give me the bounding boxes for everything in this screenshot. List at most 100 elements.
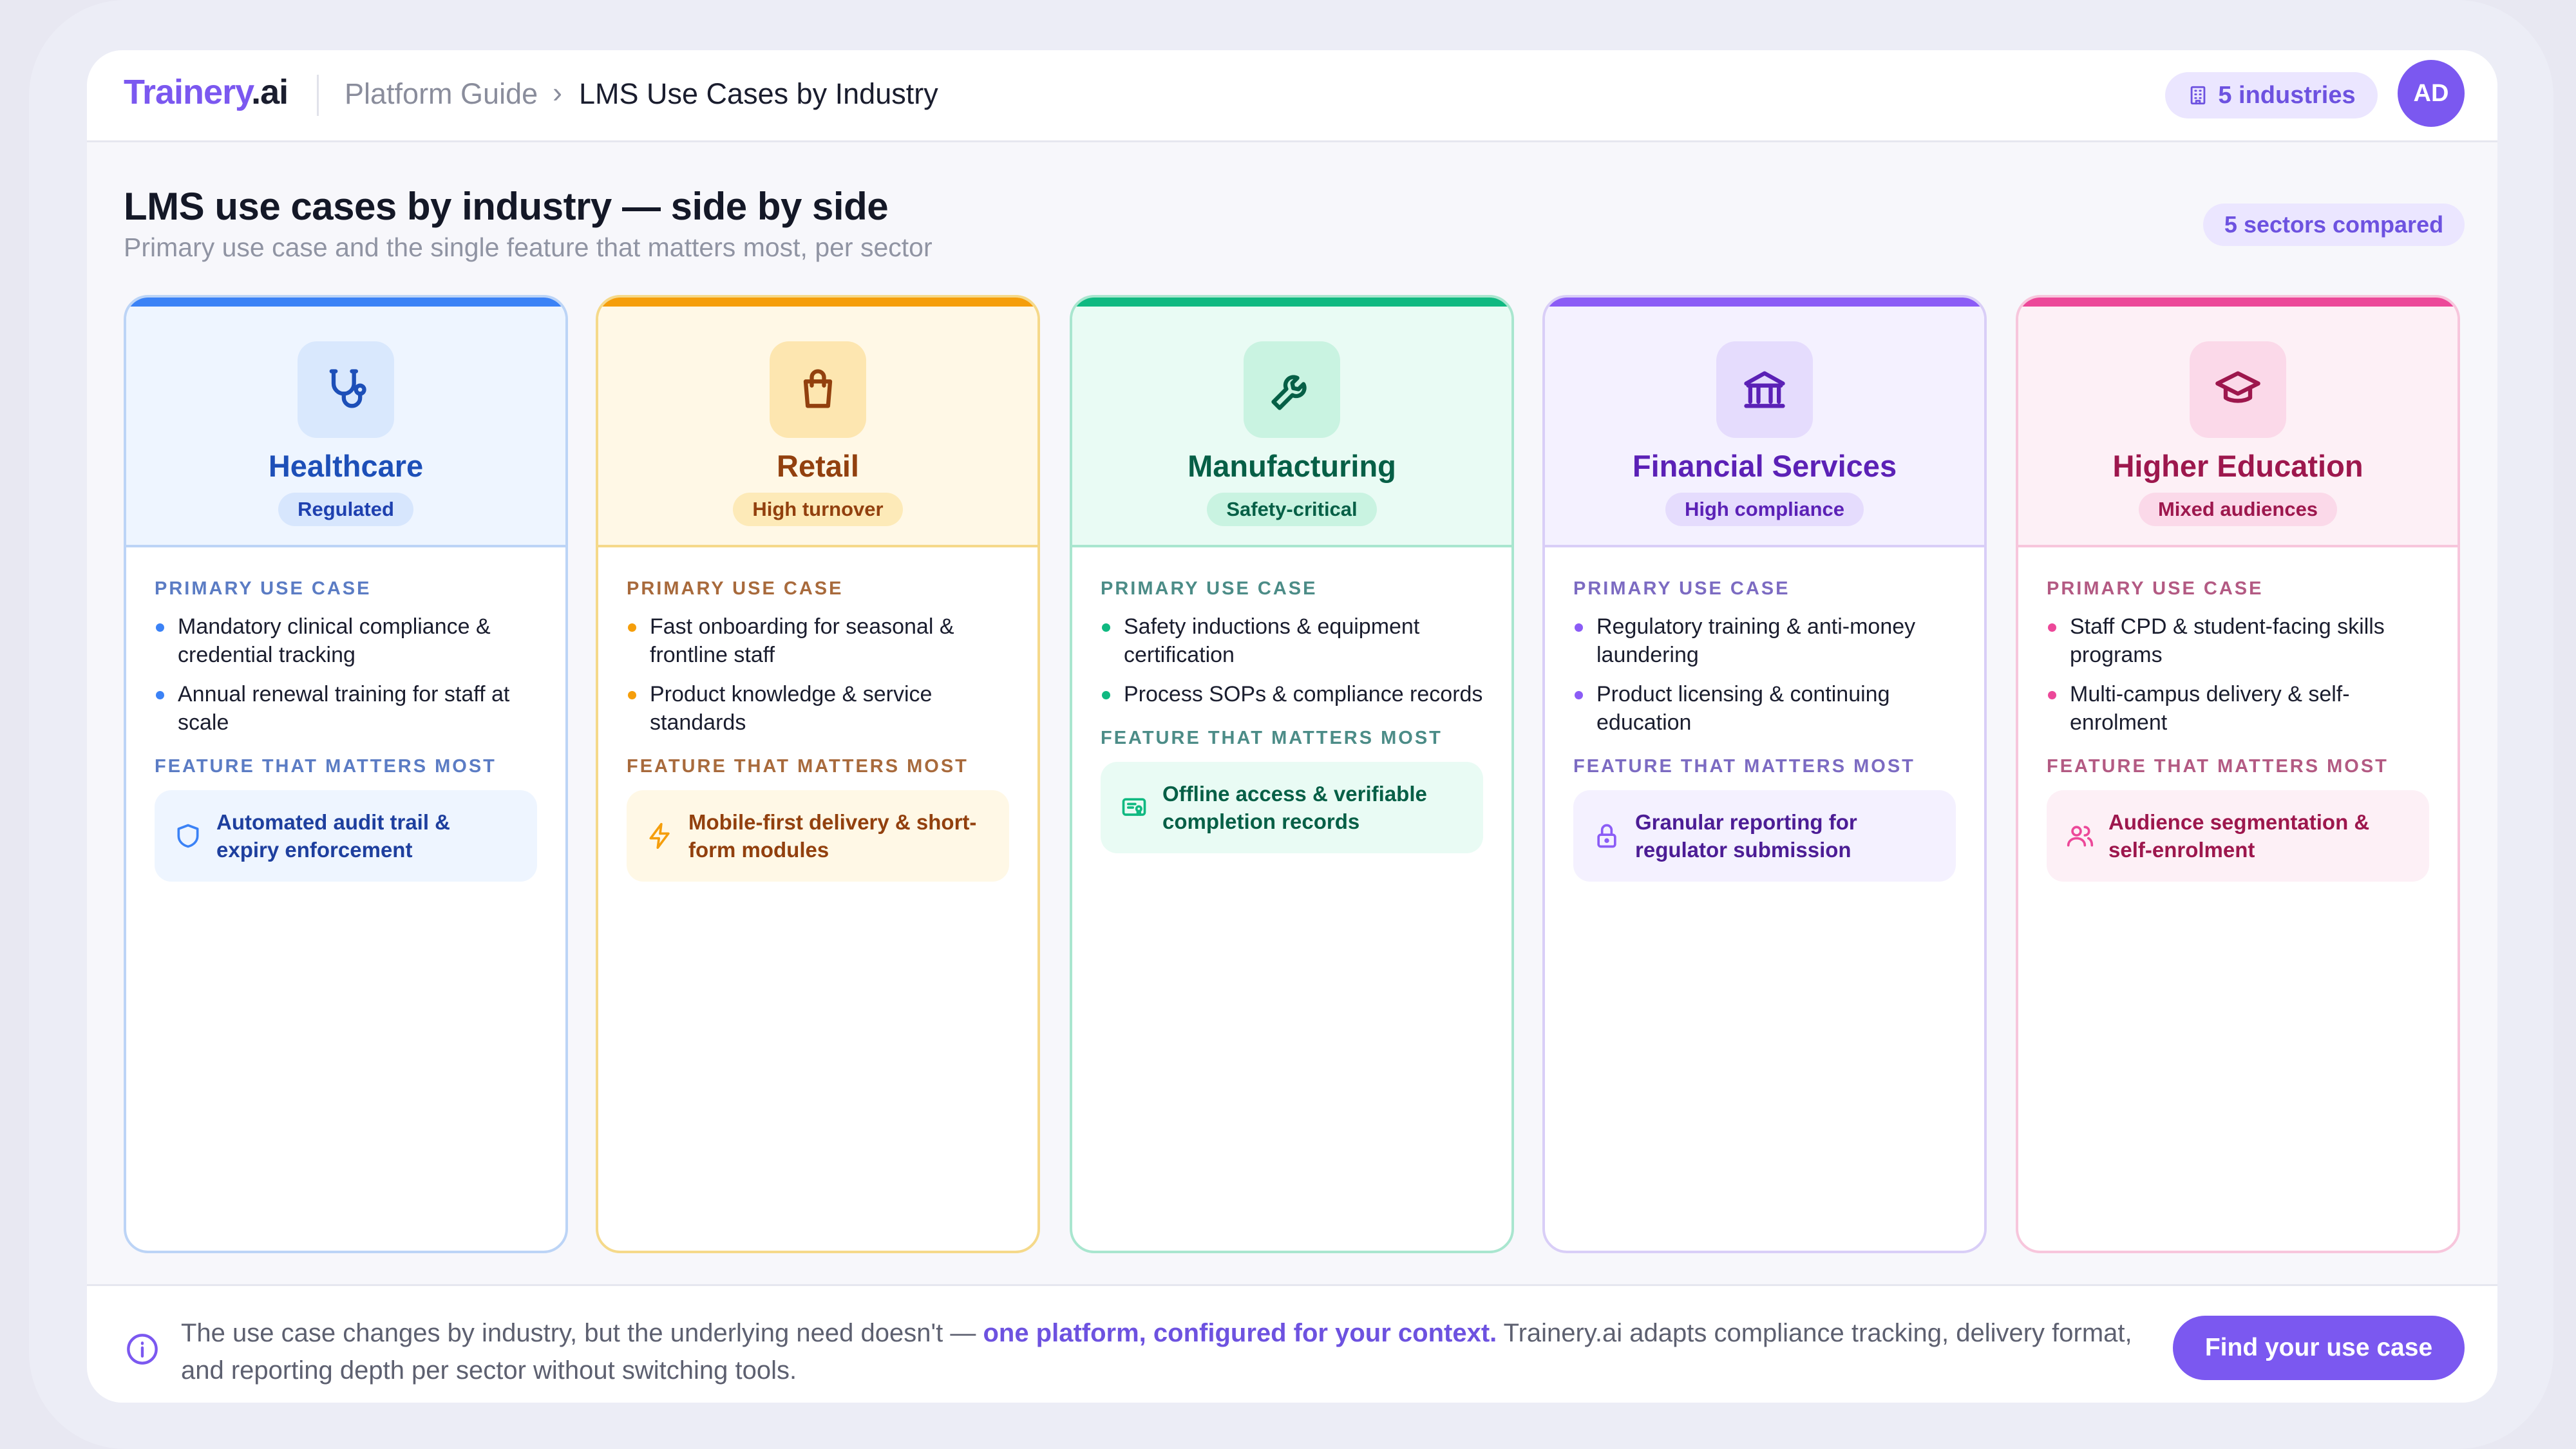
industry-tag: Safety-critical (1207, 493, 1377, 526)
page-subtitle: Primary use case and the single feature … (124, 232, 933, 262)
info-icon (127, 1334, 158, 1365)
bullet-dot (156, 691, 164, 699)
key-feature-text: Granular reporting for regulator submiss… (1635, 810, 1857, 862)
footer-bar: The use case changes by industry, but th… (87, 1284, 2497, 1403)
use-case-text: Process SOPs & compliance records (1124, 682, 1483, 706)
breadcrumb-parent[interactable]: Platform Guide (345, 77, 538, 110)
use-case-text: Fast onboarding for seasonal & frontline… (650, 614, 954, 667)
bullet-dot (1575, 623, 1583, 632)
avatar[interactable]: AD (2398, 60, 2465, 127)
industry-name: Manufacturing (1188, 449, 1396, 483)
key-feature: Automated audit trail & expiry enforceme… (155, 790, 537, 882)
logo[interactable]: Trainery.ai (124, 72, 289, 112)
industry-name: Healthcare (268, 449, 424, 483)
use-case-text: Annual renewal training for staff at sca… (178, 682, 510, 735)
card-accent-strip (1072, 298, 1511, 307)
shopping-bag-icon (803, 369, 833, 408)
card-body: PRIMARY USE CASE Safety inductions & equi… (1101, 578, 1483, 853)
key-feature-text: Automated audit trail & expiry enforceme… (216, 810, 451, 862)
logo-tld: .ai (251, 73, 289, 111)
lock-icon (1597, 824, 1616, 848)
card-body: PRIMARY USE CASE Fast onboarding for seas… (627, 578, 1009, 882)
key-feature: Audience segmentation & self-enrolment (2047, 790, 2429, 882)
footer-text-highlight: one platform, configured for your contex… (983, 1319, 1497, 1347)
use-case-text: Staff CPD & student-facing skills progra… (2070, 614, 2385, 667)
use-case-item: Regulatory training & anti-money launder… (1573, 612, 1956, 669)
industries-badge: 5 industries (2165, 72, 2378, 118)
use-case-text: Multi-campus delivery & self-enrolment (2070, 682, 2350, 735)
building-icon (2191, 86, 2206, 105)
industries-badge-label: 5 industries (2218, 81, 2356, 109)
industry-name: Higher Education (2112, 449, 2363, 483)
users-icon (2067, 826, 2094, 847)
certificate-icon (1122, 798, 1146, 816)
primary-use-case-label: PRIMARY USE CASE (1573, 578, 1790, 599)
find-use-case-button[interactable]: Find your use case (2173, 1316, 2465, 1380)
use-case-item: Staff CPD & student-facing skills progra… (2047, 612, 2429, 669)
use-case-text: Mandatory clinical compliance & credenti… (178, 614, 491, 667)
card-icon-tile (298, 341, 394, 438)
use-case-text: Safety inductions & equipment certificat… (1124, 614, 1420, 667)
bullet-dot (628, 623, 636, 632)
use-case-text: Regulatory training & anti-money launder… (1596, 614, 1916, 667)
shield-icon (177, 824, 199, 848)
feature-label: FEATURE THAT MATTERS MOST (155, 756, 497, 777)
breadcrumb-current: LMS Use Cases by Industry (579, 77, 938, 110)
bullet-dot (2048, 691, 2056, 699)
wrench-icon (1271, 375, 1307, 410)
key-feature-text: Mobile-first delivery & short-form modul… (688, 810, 977, 862)
industry-tag: Mixed audiences (2138, 493, 2338, 526)
page-title: LMS use cases by industry — side by side (124, 185, 889, 228)
industry-tag: High turnover (733, 493, 903, 526)
card-icon-tile (1244, 341, 1340, 438)
feature-label: FEATURE THAT MATTERS MOST (627, 756, 969, 777)
app-window: Trainery.ai Platform Guide › LMS Use Cas… (87, 50, 2497, 1403)
bullet-dot (2048, 623, 2056, 632)
card-accent-strip (126, 298, 565, 307)
use-case-item: Multi-campus delivery & self-enrolment (2047, 680, 2429, 737)
card-icon-tile (1716, 341, 1813, 438)
bullet-dot (156, 623, 164, 632)
bullet-dot (628, 691, 636, 699)
use-case-text: Product licensing & continuing education (1596, 682, 1890, 735)
feature-label: FEATURE THAT MATTERS MOST (1101, 728, 1443, 748)
bullet-dot (1102, 623, 1110, 632)
feature-label: FEATURE THAT MATTERS MOST (2047, 756, 2389, 777)
card-body: PRIMARY USE CASE Mandatory clinical compl… (155, 578, 537, 882)
industry-name: Financial Services (1632, 449, 1897, 483)
key-feature-text: Audience segmentation & self-enrolment (2108, 810, 2370, 862)
feature-label: FEATURE THAT MATTERS MOST (1573, 756, 1915, 777)
sectors-badge: 5 sectors compared (2203, 204, 2465, 246)
footer-text-after: Trainery.ai adapts compliance tracking, … (181, 1319, 2132, 1385)
primary-use-case-label: PRIMARY USE CASE (1101, 578, 1318, 599)
header-divider (317, 75, 319, 116)
bullet-dot (1102, 691, 1110, 699)
graduation-cap-icon (2215, 371, 2260, 403)
key-feature: Mobile-first delivery & short-form modul… (627, 790, 1009, 882)
logo-brand: Trainery (124, 73, 252, 111)
card-icon-tile (2190, 341, 2286, 438)
primary-use-case-label: PRIMARY USE CASE (155, 578, 372, 599)
industry-tag: High compliance (1665, 493, 1864, 526)
use-case-item: Mandatory clinical compliance & credenti… (155, 612, 537, 669)
primary-use-case-label: PRIMARY USE CASE (627, 578, 844, 599)
use-case-item: Fast onboarding for seasonal & frontline… (627, 612, 1009, 669)
industry-tag: Regulated (278, 493, 413, 526)
use-case-item: Product licensing & continuing education (1573, 680, 1956, 737)
card-body: PRIMARY USE CASE Regulatory training & an… (1573, 578, 1956, 882)
lightning-icon (649, 822, 670, 849)
industry-name: Retail (777, 449, 859, 483)
top-bar: Trainery.ai Platform Guide › LMS Use Cas… (87, 50, 2497, 142)
use-case-item: Product knowledge & service standards (627, 680, 1009, 737)
